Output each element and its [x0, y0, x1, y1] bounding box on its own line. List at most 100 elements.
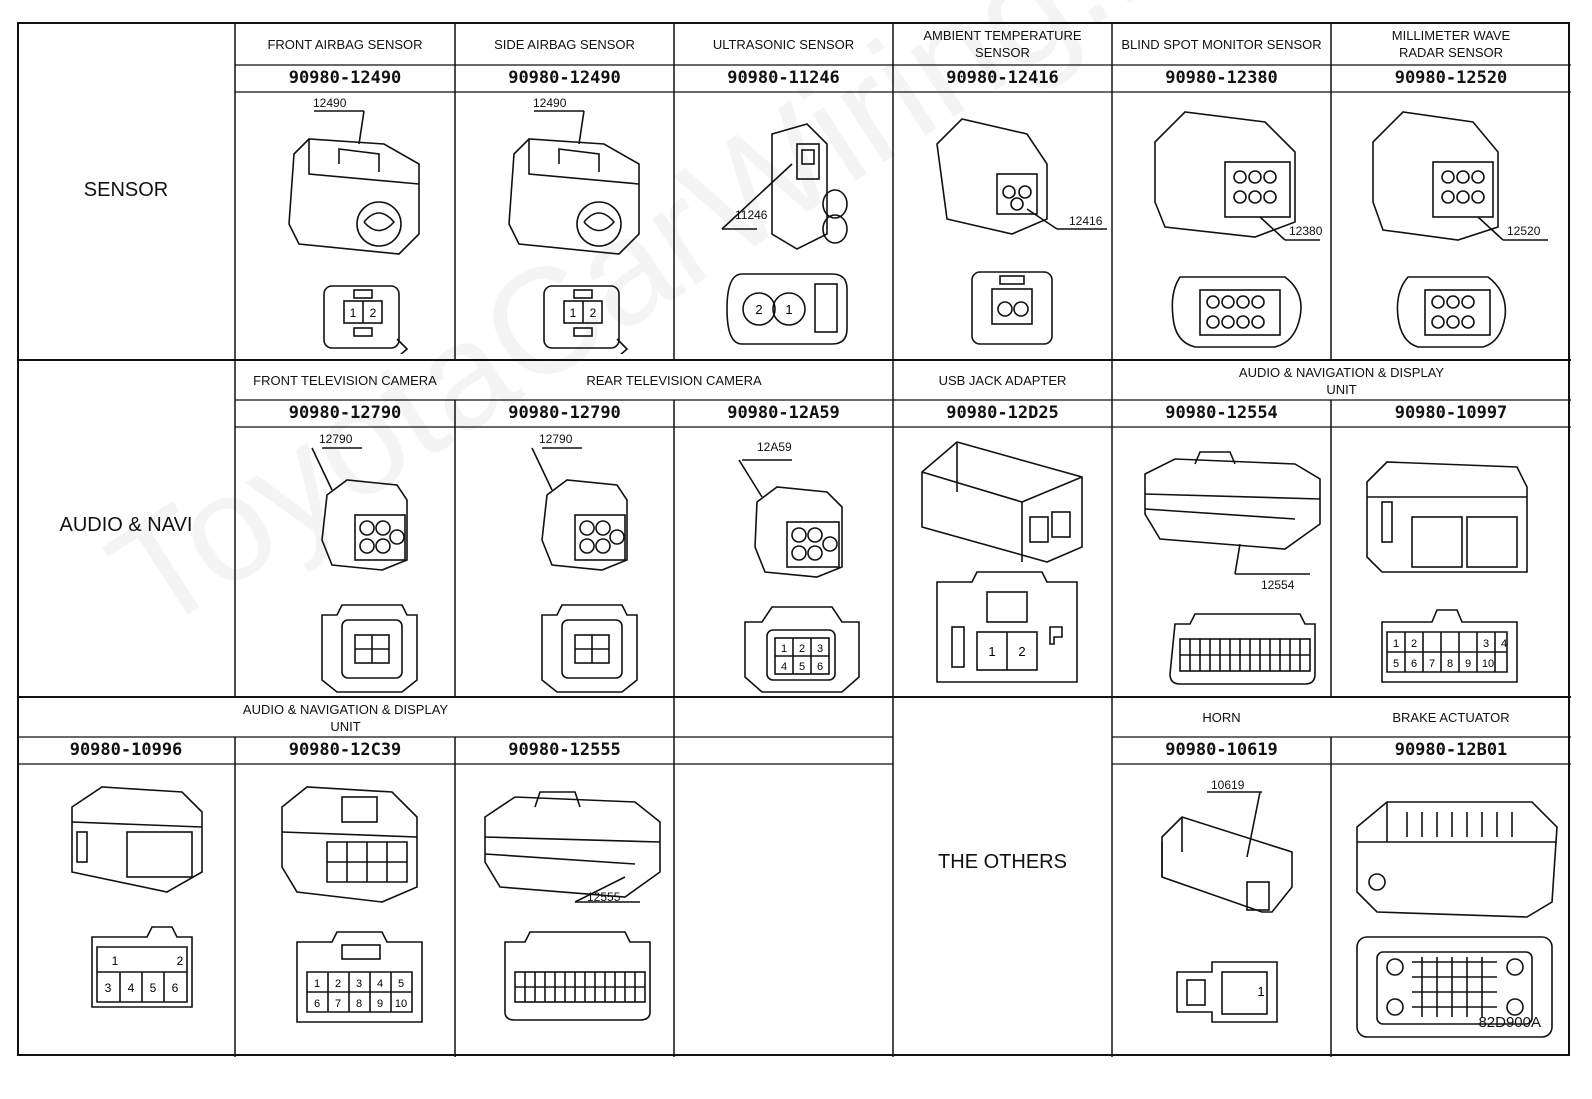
heading-audio-navigation-display-unit-2: AUDIO & NAVIGATION & DISPLAY UNIT	[242, 701, 449, 734]
ultrasonic-pin-1: 1	[785, 302, 792, 317]
callout-audio-nav-2c: 12555	[587, 890, 621, 904]
brake-actuator-connector-drawing	[1356, 801, 1558, 1038]
part-number-brake-actuator: 90980-12B01	[1394, 740, 1508, 760]
ultrasonic-pin-2: 2	[755, 302, 762, 317]
heading-ambient-temperature-sensor: AMBIENT TEMPERATURE SENSOR	[923, 28, 1082, 60]
front-airbag-pin-2: 2	[370, 306, 377, 320]
part-number-audio-nav-a: 90980-12554	[1165, 403, 1278, 423]
audio-nav-2b-pin-5: 5	[398, 978, 404, 990]
front-airbag-pin-1: 1	[350, 306, 357, 320]
audio-nav-2a-pin-2: 2	[177, 954, 184, 968]
audio-nav-2a-connector-drawing: 1 2 3 4 5 6	[71, 786, 203, 1008]
callout-ultrasonic: 11246	[735, 208, 768, 222]
rear-tv-b-pin-5: 5	[799, 661, 805, 673]
part-number-side-airbag: 90980-12490	[508, 68, 621, 88]
audio-nav-b-pin-8: 8	[1447, 658, 1453, 670]
row-label-sensor: SENSOR	[83, 178, 169, 201]
heading-millimeter-wave-radar-sensor: MILLIMETER WAVE RADAR SENSOR	[1391, 28, 1511, 60]
audio-nav-2a-pin-5: 5	[150, 981, 157, 995]
diagram-code: 82D900A	[1478, 1014, 1541, 1031]
callout-rear-tv-a: 12790	[539, 432, 573, 446]
callout-mmwave: 12520	[1507, 224, 1541, 238]
audio-nav-2b-pin-4: 4	[377, 978, 383, 990]
usb-jack-pin-1: 1	[988, 644, 995, 659]
part-number-horn: 90980-10619	[1165, 740, 1278, 760]
part-number-audio-nav-2b: 90980-12C39	[288, 740, 402, 760]
audio-nav-b-pin-10: 10	[1482, 658, 1494, 670]
audio-nav-b-pin-6: 6	[1411, 658, 1417, 670]
front-tv-connector-drawing	[311, 447, 418, 693]
audio-nav-2a-pin-6: 6	[172, 981, 179, 995]
rear-tv-b-pin-1: 1	[781, 643, 787, 655]
audio-nav-2b-pin-8: 8	[356, 998, 362, 1010]
heading-ultrasonic-sensor: ULTRASONIC SENSOR	[712, 36, 855, 52]
callout-side-airbag: 12490	[533, 96, 567, 110]
rear-tv-b-pin-6: 6	[817, 661, 823, 673]
audio-nav-2b-pin-2: 2	[335, 978, 341, 990]
usb-jack-pin-2: 2	[1018, 644, 1025, 659]
heading-blind-spot-monitor-sensor: BLIND SPOT MONITOR SENSOR	[1121, 36, 1322, 52]
heading-front-television-camera: FRONT TELEVISION CAMERA	[253, 373, 437, 388]
usb-jack-connector-drawing: 1 2	[921, 441, 1083, 683]
connector-chart: SENSOR AUDIO & NAVI THE OTHERS FRONT AIR…	[17, 22, 1571, 1057]
audio-nav-2b-pin-9: 9	[377, 998, 383, 1010]
heading-usb-jack-adapter: USB JACK ADAPTER	[938, 373, 1067, 388]
ultrasonic-connector-drawing: 2 1	[721, 123, 848, 345]
audio-nav-2b-pin-10: 10	[395, 998, 407, 1010]
audio-nav-2c-connector-drawing	[484, 791, 661, 1021]
side-airbag-pin-1: 1	[570, 306, 577, 320]
audio-nav-2a-pin-1: 1	[112, 954, 119, 968]
audio-nav-b-pin-7: 7	[1429, 658, 1435, 670]
rear-tv-b-pin-4: 4	[781, 661, 787, 673]
side-airbag-pin-2: 2	[590, 306, 597, 320]
part-number-usb-jack: 90980-12D25	[946, 403, 1059, 423]
row-label-audio-navi: AUDIO & NAVI	[59, 513, 193, 536]
part-number-ultrasonic: 90980-11246	[727, 68, 840, 88]
audio-nav-2b-connector-drawing: 1 2 3 4 5 6 7 8 9 10	[281, 786, 423, 1023]
horn-connector-drawing: 1	[1161, 791, 1293, 1023]
rear-tv-b-pin-2: 2	[799, 643, 805, 655]
audio-nav-2a-pin-4: 4	[128, 981, 135, 995]
callout-ambient-temp: 12416	[1069, 214, 1103, 228]
rear-tv-b-pin-3: 3	[817, 643, 823, 655]
audio-nav-2a-pin-3: 3	[105, 981, 112, 995]
part-number-audio-nav-2a: 90980-10996	[69, 740, 183, 760]
audio-nav-2b-pin-1: 1	[314, 978, 320, 990]
side-airbag-connector-drawing: 1 2	[508, 110, 640, 354]
rear-tv-a-connector-drawing	[531, 447, 638, 693]
part-number-front-tv: 90980-12790	[288, 403, 402, 423]
audio-nav-b-pin-2: 2	[1411, 638, 1417, 650]
heading-front-airbag-sensor: FRONT AIRBAG SENSOR	[267, 36, 423, 52]
rear-tv-b-connector-drawing: 1 2 3 4 5 6	[738, 459, 860, 693]
horn-pin-1: 1	[1257, 984, 1264, 999]
ambient-temp-connector-drawing	[936, 118, 1107, 345]
heading-rear-television-camera: REAR TELEVISION CAMERA	[586, 373, 762, 388]
part-number-audio-nav-2c: 90980-12555	[508, 740, 621, 760]
part-number-ambient-temp: 90980-12416	[946, 68, 1059, 88]
audio-nav-b-connector-drawing: 1 2 3 4 5 6 7 8 9 10	[1366, 461, 1528, 683]
front-airbag-connector-drawing: 1 2	[288, 110, 420, 354]
part-number-rear-tv-b: 90980-12A59	[727, 403, 840, 423]
audio-nav-b-pin-3: 3	[1483, 638, 1489, 650]
mmwave-connector-drawing	[1372, 111, 1548, 348]
part-number-blind-spot: 90980-12380	[1165, 68, 1278, 88]
heading-brake-actuator: BRAKE ACTUATOR	[1392, 710, 1510, 725]
grid-lines	[17, 22, 1571, 1057]
audio-nav-2b-pin-7: 7	[335, 998, 341, 1010]
heading-side-airbag-sensor: SIDE AIRBAG SENSOR	[494, 36, 635, 52]
callout-blind-spot: 12380	[1289, 224, 1323, 238]
callout-rear-tv-b: 12A59	[757, 440, 792, 454]
callout-horn: 10619	[1211, 778, 1245, 792]
part-number-rear-tv-a: 90980-12790	[508, 403, 621, 423]
audio-nav-b-pin-5: 5	[1393, 658, 1399, 670]
audio-nav-b-pin-9: 9	[1465, 658, 1471, 670]
heading-audio-navigation-display-unit: AUDIO & NAVIGATION & DISPLAY UNIT	[1238, 364, 1445, 397]
callout-audio-nav-a: 12554	[1261, 578, 1295, 592]
part-number-front-airbag: 90980-12490	[288, 68, 402, 88]
part-number-audio-nav-b: 90980-10997	[1394, 403, 1508, 423]
callout-front-tv: 12790	[319, 432, 353, 446]
audio-nav-a-connector-drawing	[1144, 451, 1321, 685]
part-number-mmwave: 90980-12520	[1394, 68, 1508, 88]
audio-nav-2b-pin-3: 3	[356, 978, 362, 990]
blind-spot-connector-drawing	[1154, 111, 1320, 348]
